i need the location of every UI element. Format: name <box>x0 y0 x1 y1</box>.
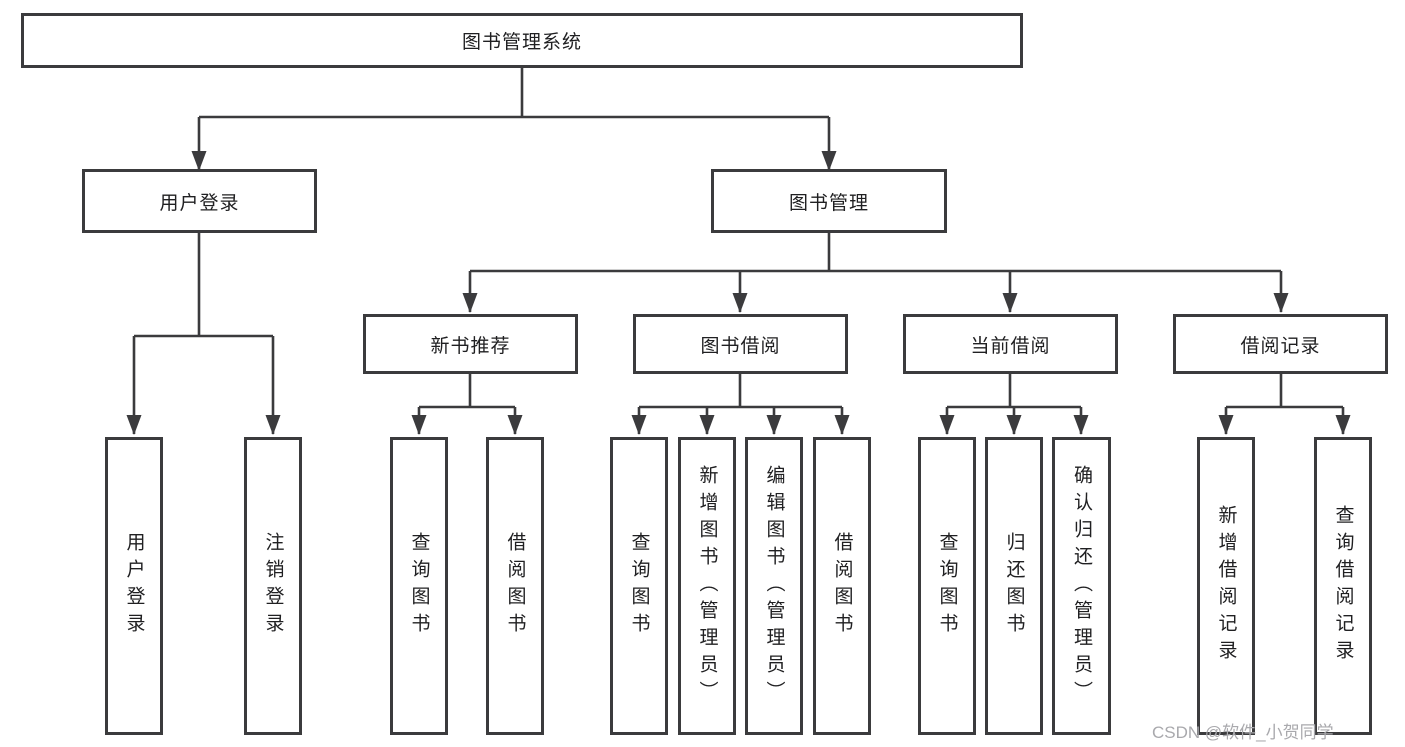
node-current-borrow: 当前借阅 <box>903 314 1118 374</box>
node-borrow-record: 借阅记录 <box>1173 314 1388 374</box>
node-label: 归还图书 <box>1003 532 1025 640</box>
node-new-book-recommend: 新书推荐 <box>363 314 578 374</box>
leaf-recommend-borrow-book: 借阅图书 <box>486 437 544 735</box>
node-label: 新书推荐 <box>430 335 511 357</box>
node-label: 图书管理系统 <box>461 32 582 53</box>
node-label: 当前借阅 <box>970 335 1051 357</box>
leaf-borrow-borrow-book: 借阅图书 <box>813 437 871 735</box>
leaf-logout: 注销登录 <box>244 437 302 735</box>
node-user-login: 用户登录 <box>82 169 317 233</box>
node-library-system: 图书管理系统 <box>21 13 1023 68</box>
leaf-borrow-edit-book-admin: 编辑图书（管理员） <box>745 437 803 735</box>
node-label: 借阅图书 <box>831 532 853 640</box>
node-label: 查询图书 <box>628 532 650 640</box>
node-label: 借阅记录 <box>1240 335 1321 357</box>
node-label: 用户登录 <box>123 532 145 640</box>
leaf-borrow-add-book-admin: 新增图书（管理员） <box>678 437 736 735</box>
node-label: 用户登录 <box>159 192 240 214</box>
leaf-borrow-query-book: 查询图书 <box>610 437 668 735</box>
leaf-user-login: 用户登录 <box>105 437 163 735</box>
node-label: 借阅图书 <box>504 532 526 640</box>
node-label: 图书借阅 <box>700 335 781 357</box>
leaf-current-query-book: 查询图书 <box>918 437 976 735</box>
node-label: 新增借阅记录 <box>1215 505 1237 667</box>
node-label: 查询图书 <box>408 532 430 640</box>
node-label: 查询图书 <box>936 532 958 640</box>
node-book-management: 图书管理 <box>711 169 947 233</box>
leaf-current-return-book: 归还图书 <box>985 437 1043 735</box>
leaf-record-add: 新增借阅记录 <box>1197 437 1255 735</box>
node-book-borrow: 图书借阅 <box>633 314 848 374</box>
node-label: 注销登录 <box>262 532 284 640</box>
leaf-recommend-query-book: 查询图书 <box>390 437 448 735</box>
node-label: 确认归还（管理员） <box>1071 464 1092 708</box>
node-label: 查询借阅记录 <box>1332 505 1354 667</box>
node-label: 图书管理 <box>788 192 869 214</box>
leaf-record-query: 查询借阅记录 <box>1314 437 1372 735</box>
node-label: 编辑图书（管理员） <box>763 464 785 708</box>
node-label: 新增图书（管理员） <box>696 464 718 708</box>
csdn-watermark: CSDN @软件_小贺同学 <box>1152 723 1334 742</box>
leaf-current-confirm-return-admin: 确认归还（管理员） <box>1052 437 1111 735</box>
